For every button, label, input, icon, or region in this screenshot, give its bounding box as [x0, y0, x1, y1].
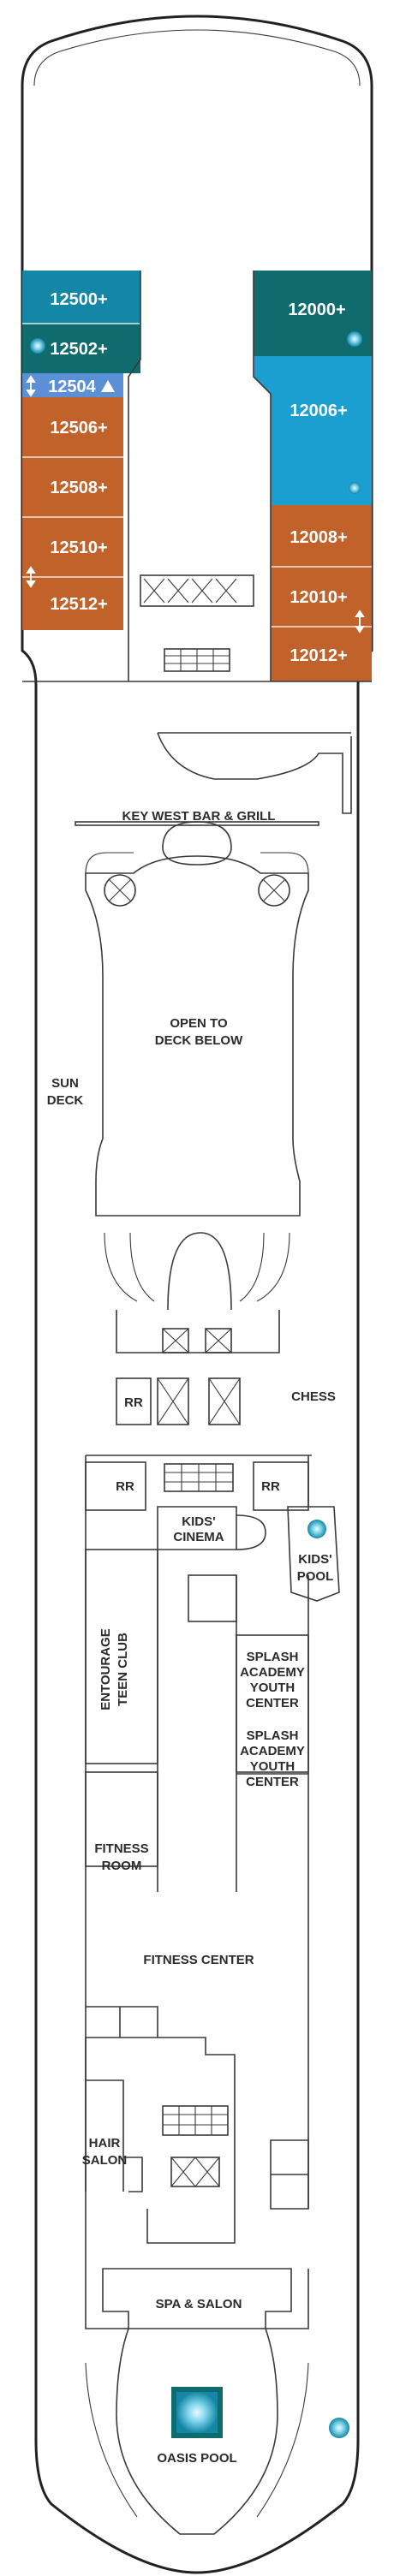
hair-salon-line1: HAIR — [89, 2136, 121, 2151]
cabin-12008-label: 12008+ — [290, 528, 347, 547]
hot-tub-icon — [30, 338, 45, 354]
splash-a-line2: ACADEMY — [240, 1665, 305, 1680]
cabin-12012-label: 12012+ — [290, 646, 347, 665]
bow-rail — [33, 29, 361, 86]
cabin-12008[interactable] — [271, 505, 372, 567]
stair-well-icon — [104, 874, 136, 907]
splash-b-line3: YOUTH — [250, 1759, 296, 1774]
open-to-label-line1: OPEN TO — [170, 1016, 228, 1031]
hair-salon-line2: SALON — [82, 2153, 128, 2168]
cabin-12510[interactable] — [22, 517, 123, 577]
splash-a-line3: YOUTH — [250, 1681, 296, 1695]
cabin-12010-label: 12010+ — [290, 588, 347, 607]
cabin-12010[interactable] — [271, 567, 372, 627]
cabin-12512[interactable] — [22, 577, 123, 630]
rr-label-1: RR — [124, 1395, 143, 1410]
atrium-opening: OPEN TO DECK BELOW — [85, 852, 309, 1302]
splash-a-line1: SPLASH — [247, 1650, 299, 1664]
cabin-12000-label: 12000+ — [288, 300, 345, 319]
mid-core: RR CHESS — [116, 1232, 336, 1425]
splash-b-line2: ACADEMY — [240, 1744, 305, 1758]
splash-a-line4: CENTER — [246, 1696, 299, 1710]
entourage-label-line2: TEEN CLUB — [116, 1633, 130, 1706]
kids-pool-label-line2: POOL — [297, 1569, 334, 1584]
cabin-block-port: 12500+ 12502+ 12504 12506+ 12508+ 12510+… — [22, 271, 140, 630]
splash-b-line4: CENTER — [246, 1775, 299, 1789]
cabin-12006-label: 12006+ — [290, 402, 347, 420]
hot-tub-icon — [347, 331, 362, 347]
cabin-12500[interactable] — [22, 271, 140, 324]
cabin-12502-label: 12502+ — [50, 340, 107, 359]
cabin-12508-label: 12508+ — [50, 479, 107, 497]
chess-label: CHESS — [291, 1389, 336, 1404]
oasis-pool-label: OASIS POOL — [157, 2451, 236, 2466]
cabin-12508[interactable] — [22, 457, 123, 517]
sun-deck-label-line2: DECK — [47, 1093, 84, 1108]
kids-cinema-label-line1: KIDS' — [182, 1514, 215, 1529]
cabin-12506[interactable] — [22, 397, 123, 457]
fitness-room-line2: ROOM — [102, 1859, 142, 1873]
cabin-12500-label: 12500+ — [50, 290, 107, 309]
cabin-block-starboard: 12000+ 12006+ 12008+ 12010+ 12012+ — [254, 271, 372, 681]
cabin-12512-label: 12512+ — [50, 595, 107, 614]
hot-tub-icon — [307, 1520, 326, 1538]
splash-b-line1: SPLASH — [247, 1728, 299, 1743]
hot-tub-icon — [349, 482, 361, 494]
entourage-label-line1: ENTOURAGE — [98, 1628, 113, 1710]
rr-label-3: RR — [261, 1479, 280, 1494]
rr-label-2: RR — [116, 1479, 134, 1494]
spa-salon-label: SPA & SALON — [156, 2297, 242, 2311]
triangle-icon — [101, 380, 115, 392]
accessible-arrow-icon — [355, 610, 365, 634]
cabin-12012[interactable] — [271, 627, 372, 681]
fitness-center-label: FITNESS CENTER — [143, 1953, 254, 1967]
kids-pool-label-line1: KIDS' — [298, 1552, 331, 1567]
sun-deck-label-line1: SUN — [51, 1076, 79, 1091]
accessible-arrow-icon — [26, 566, 36, 588]
fitness-room-line1: FITNESS — [94, 1841, 148, 1856]
cabin-12006[interactable] — [254, 356, 372, 505]
open-to-label-line2: DECK BELOW — [155, 1033, 243, 1048]
key-west-label: KEY WEST BAR & GRILL — [122, 809, 276, 824]
stair-well-icon — [258, 874, 290, 907]
cabin-12510-label: 12510+ — [50, 538, 107, 557]
hot-tub-icon — [329, 2418, 349, 2438]
forward-core — [22, 271, 372, 682]
cabin-12506-label: 12506+ — [50, 419, 107, 437]
accessible-arrow-icon — [26, 375, 36, 397]
oasis-pool-area: OASIS POOL — [85, 2328, 349, 2535]
kids-cinema-label-line2: CINEMA — [173, 1530, 224, 1544]
key-west-bar-area: KEY WEST BAR & GRILL — [75, 732, 352, 866]
cabin-12504-label: 12504 — [48, 378, 96, 396]
aft-interior: RR RR KIDS' CINEMA KIDS' POOL ENTOURAGE … — [82, 1455, 340, 2329]
